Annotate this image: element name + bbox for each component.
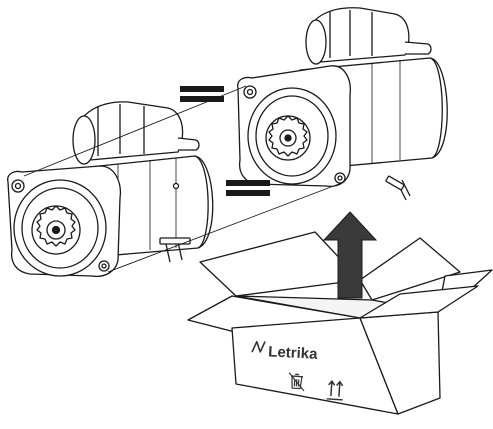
letrika-wave-logo-icon [251,340,266,353]
up-arrow-icon [322,211,378,299]
recycle-bin-icon [288,372,305,392]
starter-motor-front [7,101,214,278]
brand-mark: Letrika [251,340,319,363]
equals-icon-bottom [226,180,270,196]
this-side-up-arrows-icon [326,379,344,401]
open-cardboard-box [187,231,493,415]
equals-icon-top [180,86,224,102]
starter-motor-rear [237,7,448,201]
brand-text: Letrika [268,343,319,363]
